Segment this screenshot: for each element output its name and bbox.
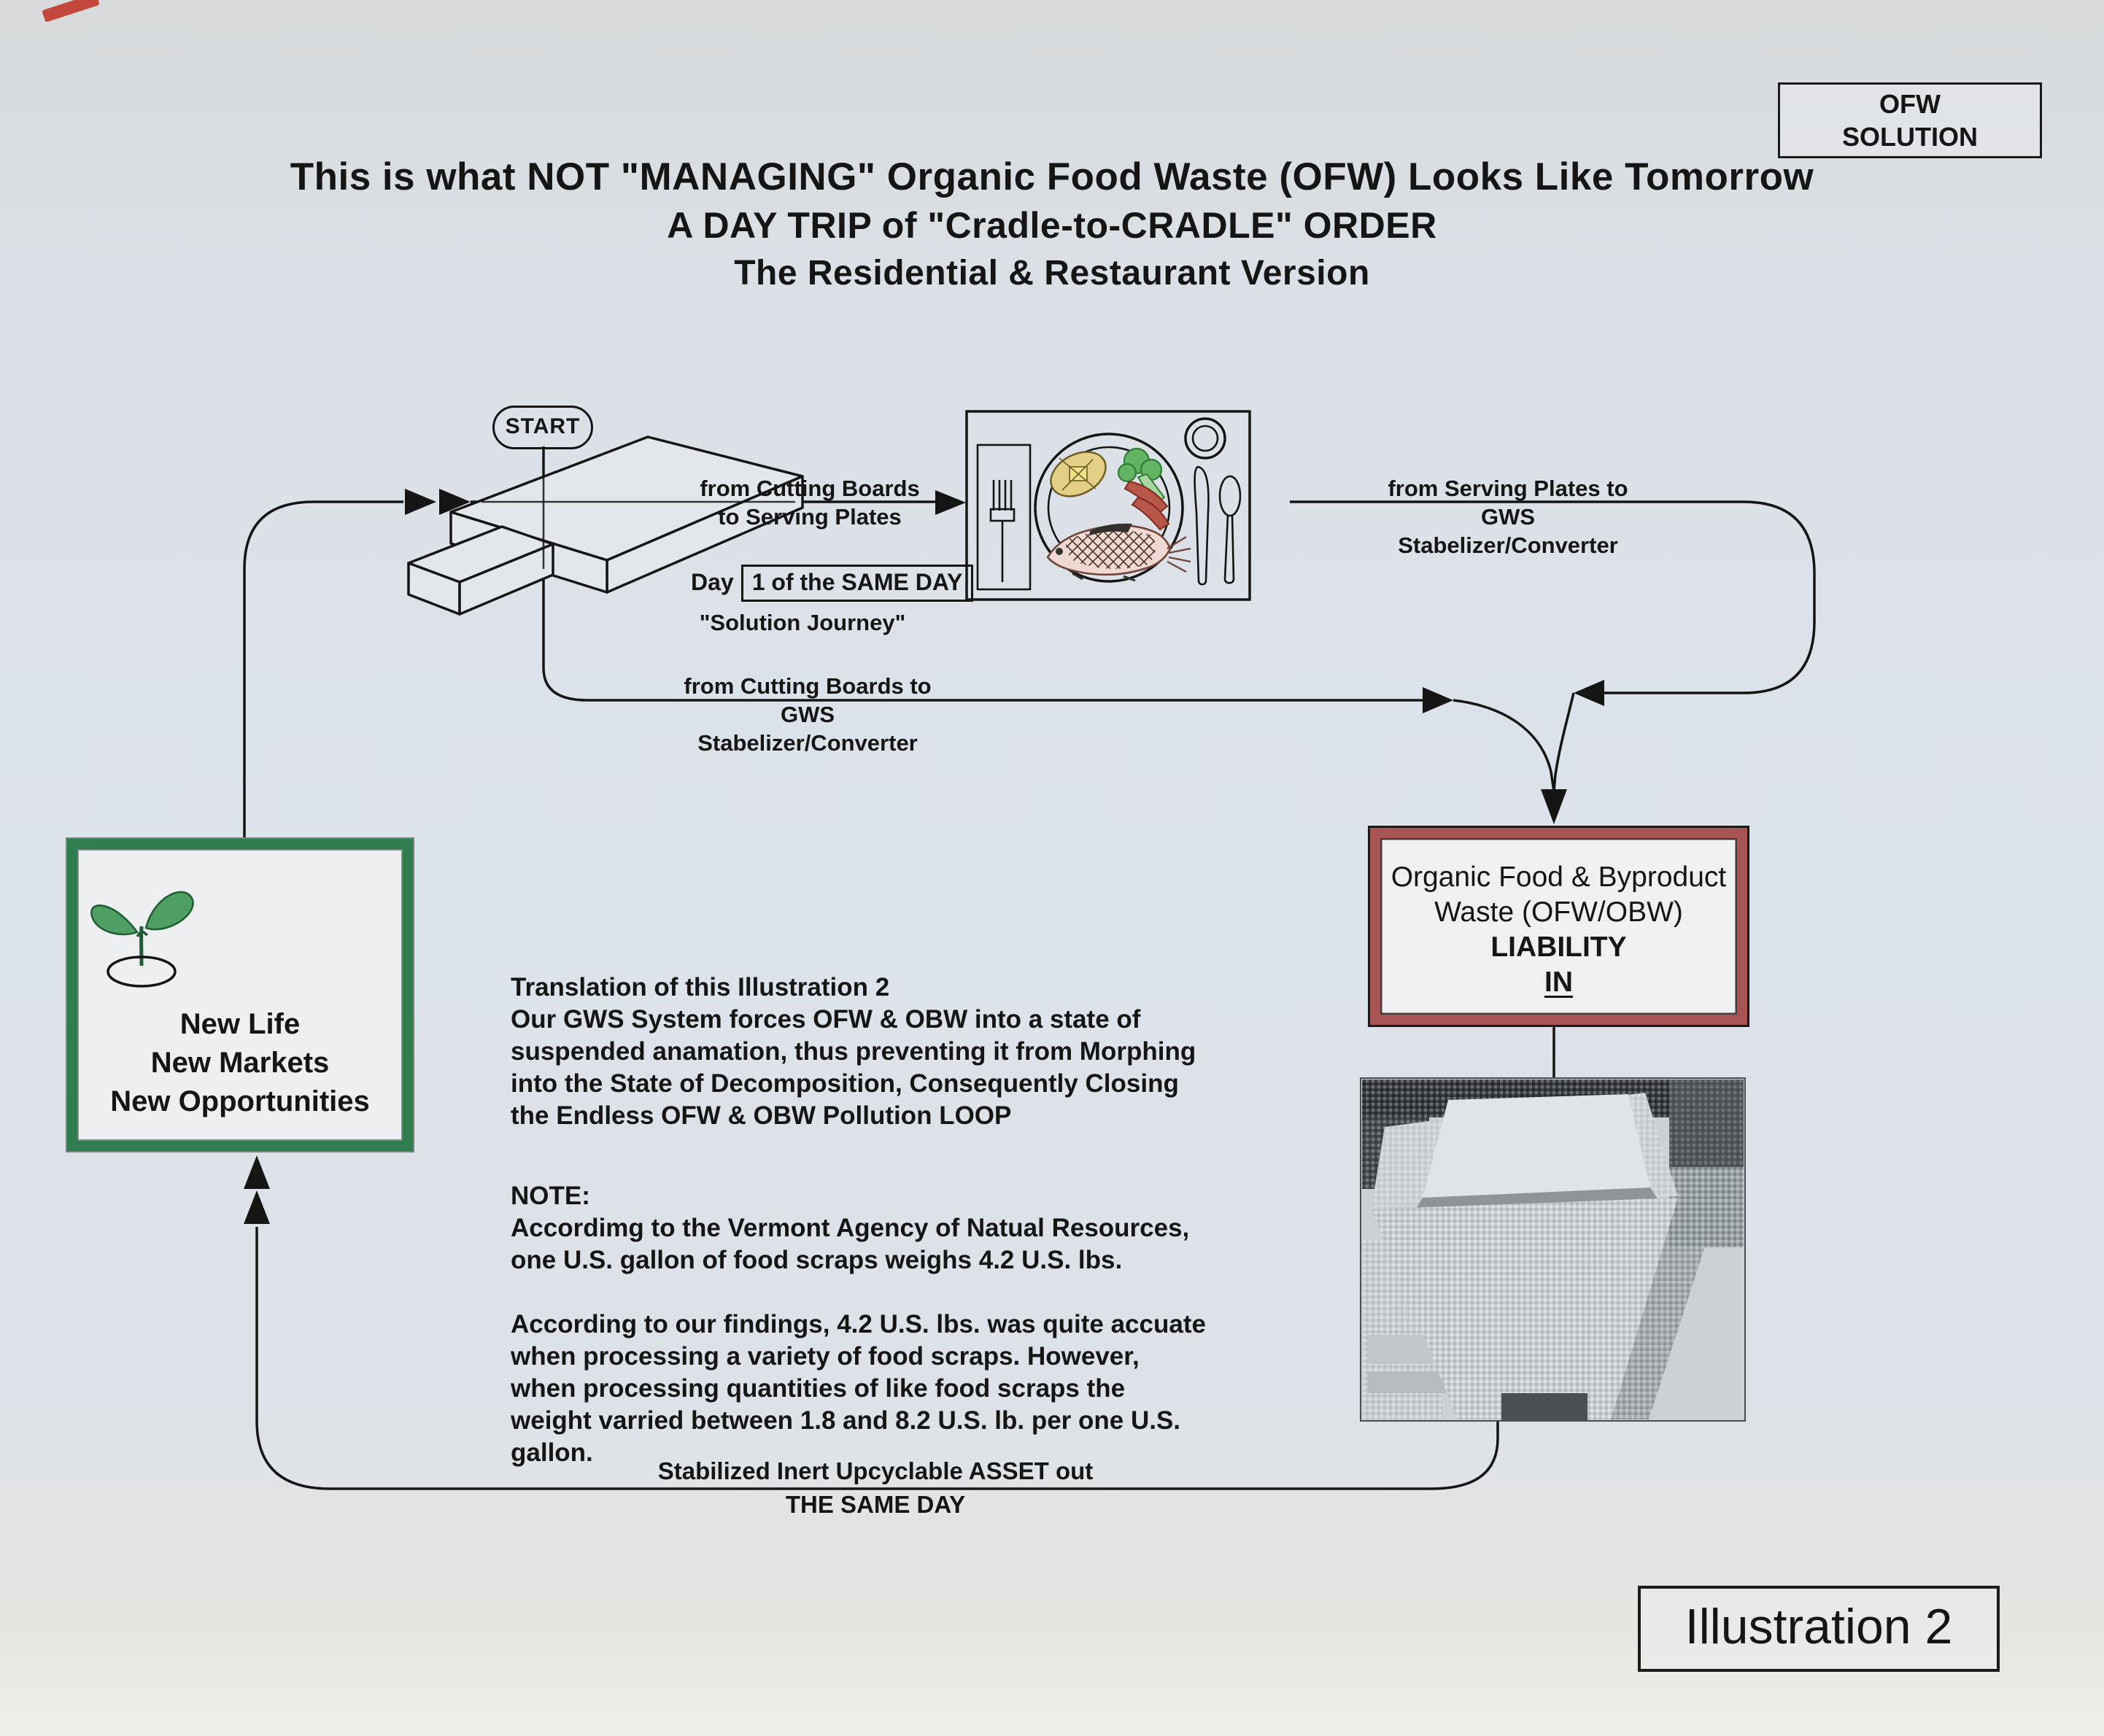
loop-machine-to-newlife (244, 1155, 1499, 1490)
label-boards-to-plates: from Cutting Boards to Serving Plates (689, 474, 930, 531)
note-line: Accordimg to the Vermont Agency of Natua… (511, 1214, 1190, 1242)
translation-line: Translation of this Illustration 2 (511, 973, 890, 1001)
note-line: when processing quantities of like food … (511, 1374, 1126, 1403)
arrow-plates-to-gws (1290, 500, 1816, 824)
spoon-icon (1218, 475, 1242, 584)
liability-box: Organic Food & Byproduct Waste (OFW/OBW)… (1368, 826, 1749, 1027)
meal-tray-icon (965, 410, 1251, 601)
start-node: START (492, 406, 593, 449)
food-carrot-icon (1123, 480, 1170, 531)
loop-newlife-to-board (243, 489, 471, 837)
note-paragraph-gap (511, 1276, 1357, 1309)
title-line3: The Residential & Restaurant Version (734, 254, 1370, 292)
liability-line2: Waste (OFW/OBW) (1434, 896, 1683, 928)
note-text: NOTE: Accordimg to the Vermont Agency of… (511, 1180, 1357, 1469)
title-line2: A DAY TRIP of "Cradle-to-CRADLE" ORDER (667, 205, 1437, 246)
day-boxed-value: 1 of the SAME DAY (740, 565, 974, 602)
label-line: GWS Stabelizer/Converter (697, 702, 918, 756)
note-line: gallon. (511, 1438, 593, 1467)
cutting-board-icon (407, 435, 804, 616)
liability-line4: IN (1544, 966, 1573, 998)
label-boards-to-gws: from Cutting Boards to GWS Stabelizer/Co… (670, 672, 945, 757)
label-line: to Serving Plates (718, 504, 902, 530)
translation-line: into the State of Decomposition, Consequ… (511, 1069, 1179, 1098)
ofw-solution-badge: OFW SOLUTION (1778, 82, 2042, 158)
fork-icon (976, 443, 1032, 591)
food-fish-icon (1046, 523, 1191, 582)
new-life-text: New Life New Markets New Opportunities (77, 1005, 403, 1121)
knife-icon (1194, 465, 1210, 586)
note-line: when processing a variety of food scraps… (511, 1342, 1140, 1371)
liability-line3: LIABILITY (1490, 931, 1627, 963)
title-line1: This is what NOT "MANAGING" Organic Food… (290, 155, 1814, 198)
solution-journey-label: "Solution Journey" (699, 610, 906, 635)
label-line: GWS Stabelizer/Converter (1398, 504, 1618, 558)
note-line: one U.S. gallon of food scraps weighs 4.… (511, 1246, 1123, 1274)
note-line: According to our findings, 4.2 U.S. lbs.… (511, 1310, 1206, 1338)
translation-line: suspended anamation, thus preventing it … (511, 1037, 1196, 1066)
badge-line1: OFW (1879, 89, 1941, 119)
label-asset-out: Stabilized Inert Upcyclable ASSET out (657, 1457, 1094, 1484)
caption-illustration: Illustration 2 (1638, 1586, 2000, 1672)
new-life-line3: New Opportunities (110, 1085, 370, 1117)
label-plates-to-gws: from Serving Plates to GWS Stabelizer/Co… (1370, 474, 1646, 559)
note-line: weight varried between 1.8 and 8.2 U.S. … (511, 1406, 1181, 1435)
badge-line2: SOLUTION (1842, 122, 1978, 152)
label-line: from Serving Plates to (1388, 476, 1628, 501)
translation-line: Our GWS System forces OFW & OBW into a s… (511, 1005, 1141, 1034)
new-life-box: New Life New Markets New Opportunities (67, 839, 413, 1151)
cup-icon (1184, 417, 1226, 460)
machine-photo (1360, 1077, 1746, 1422)
label-same-day: THE SAME DAY (785, 1491, 966, 1518)
translation-line: the Endless OFW & OBW Pollution LOOP (511, 1101, 1012, 1130)
seedling-icon (90, 891, 194, 988)
label-line: from Cutting Boards (700, 476, 920, 501)
arrow-boards-to-gws (542, 446, 1555, 792)
day-prefix: Day (691, 569, 734, 595)
liability-line1: Organic Food & Byproduct (1391, 861, 1727, 893)
page-title: This is what NOT "MANAGING" Organic Food… (0, 153, 2104, 298)
food-bread-icon (1050, 451, 1107, 497)
new-life-line1: New Life (179, 1008, 301, 1040)
new-life-line2: New Markets (150, 1047, 330, 1079)
label-line: from Cutting Boards to (684, 673, 932, 699)
translation-text: Translation of this Illustration 2 Our G… (511, 972, 1357, 1132)
note-heading: NOTE: (511, 1182, 590, 1210)
